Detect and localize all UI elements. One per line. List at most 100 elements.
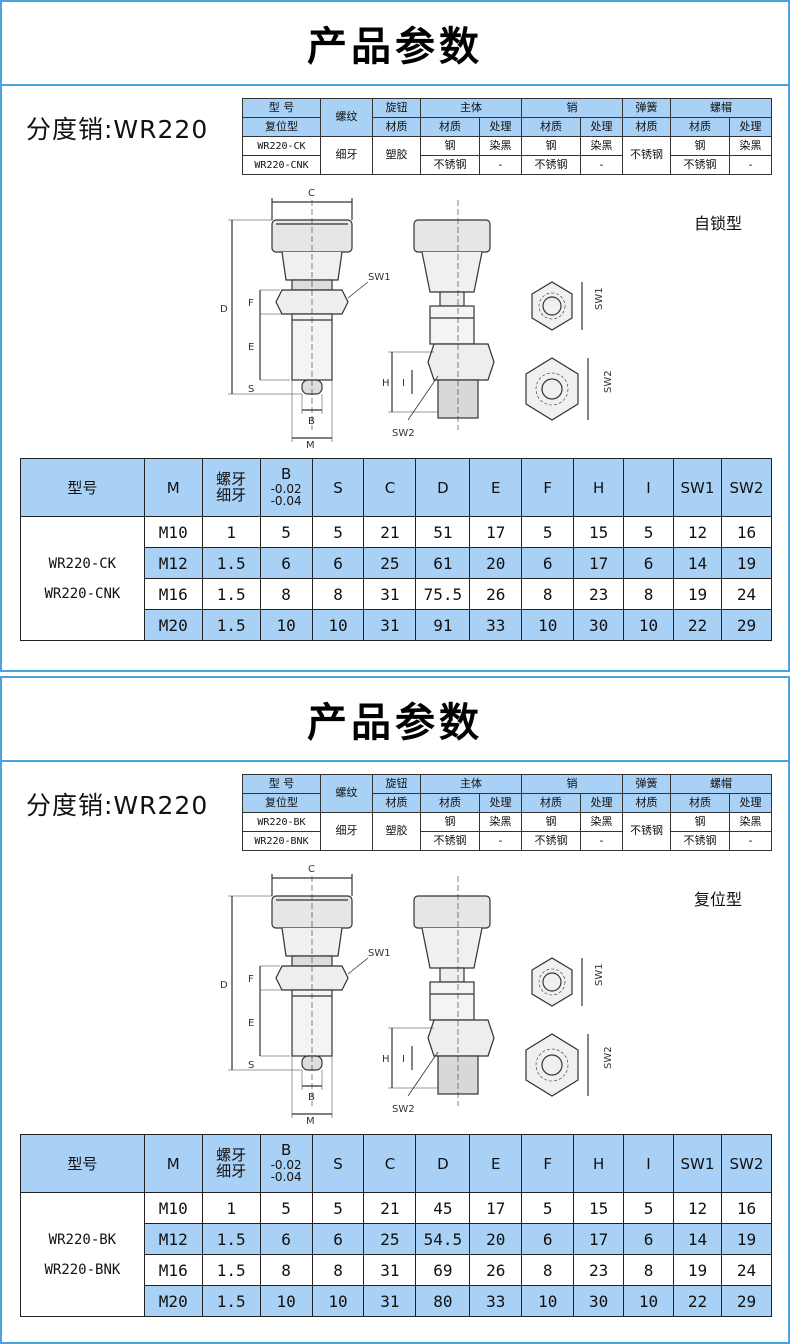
thread-cell: 细牙: [320, 136, 373, 175]
cell-i: 10: [623, 1285, 674, 1317]
cell-b: 10: [259, 1285, 313, 1317]
header-material: 材质: [372, 117, 421, 137]
cell-sw1: 22: [672, 609, 722, 641]
header-b: B -0.02 -0.04: [259, 1134, 313, 1193]
header-f: F: [521, 1134, 575, 1193]
cell-sw2: 16: [720, 1192, 773, 1224]
spring-cell: 不锈钢: [621, 136, 671, 175]
nut-treatment-cell: -: [729, 155, 772, 175]
cell-sw1: 12: [672, 1192, 722, 1224]
header-thread-line2: 细牙: [216, 1161, 247, 1180]
hex-views: SW1 SW2: [525, 957, 614, 1097]
header-material: 材质: [419, 793, 481, 813]
dim-d-label: D: [220, 980, 228, 991]
header-c: C: [363, 1134, 417, 1193]
cell-e: 20: [469, 547, 523, 579]
cell-thread: 1.5: [201, 578, 261, 610]
cell-thread: 1.5: [201, 1285, 261, 1317]
product-panel-self-locking: 产品参数 分度销:WR220 型 号 螺纹 旋钮 主体 销 弹簧 螺帽 复位型 …: [0, 0, 790, 672]
header-type: 复位型: [242, 117, 321, 137]
cell-f: 10: [521, 609, 575, 641]
header-material: 材质: [520, 117, 582, 137]
nut-material-cell: 不锈钢: [669, 155, 731, 175]
cell-s: 6: [311, 1223, 365, 1255]
model-cell: WR220-CK: [242, 136, 321, 156]
cell-sw2: 29: [720, 1285, 773, 1317]
dim-s-label: S: [248, 1060, 254, 1071]
header-d: D: [415, 1134, 471, 1193]
header-b-tol-lower: -0.04: [270, 1170, 302, 1185]
header-b-tol-lower: -0.04: [270, 494, 302, 509]
header-material: 材质: [621, 117, 671, 137]
cell-c: 31: [363, 1285, 417, 1317]
dim-i-label: I: [402, 1054, 405, 1065]
header-m: M: [143, 458, 203, 517]
cell-e: 17: [469, 1192, 523, 1224]
cell-sw2: 24: [720, 578, 773, 610]
header-nut: 螺帽: [669, 98, 773, 118]
cell-sw1: 22: [672, 1285, 722, 1317]
cell-e: 26: [469, 578, 523, 610]
model-name: WR220-CNK: [44, 585, 121, 602]
model-name: WR220-CK: [48, 555, 117, 572]
cell-thread: 1.5: [201, 1254, 261, 1286]
cell-f: 8: [521, 578, 575, 610]
nut-treatment-cell: 染黑: [729, 136, 772, 156]
knob-cell: 塑胶: [372, 812, 421, 851]
header-thread-line2: 细牙: [216, 485, 247, 504]
header-sw2: SW2: [720, 458, 773, 517]
body-material-cell: 不锈钢: [419, 155, 481, 175]
header-model: 型号: [20, 1134, 145, 1193]
product-panel-reset: 产品参数 分度销:WR220 型 号 螺纹 旋钮 主体 销 弹簧 螺帽 复位型 …: [0, 676, 790, 1344]
cell-b: 6: [259, 1223, 313, 1255]
nut-treatment-cell: 染黑: [729, 812, 772, 832]
header-pin: 销: [520, 774, 623, 794]
cell-b: 5: [259, 1192, 313, 1224]
header-material: 材质: [669, 117, 731, 137]
cell-m: M12: [143, 1223, 203, 1255]
front-view: H I SW2: [382, 200, 495, 439]
cell-h: 15: [573, 516, 625, 548]
cell-s: 10: [311, 1285, 365, 1317]
pin-treatment-cell: 染黑: [580, 812, 623, 832]
cell-s: 6: [311, 547, 365, 579]
cell-s: 5: [311, 1192, 365, 1224]
model-cell: WR220-CNK: [242, 155, 321, 175]
dim-i-label: I: [402, 378, 405, 389]
header-d: D: [415, 458, 471, 517]
header-sw1: SW1: [672, 458, 722, 517]
cell-s: 10: [311, 609, 365, 641]
cell-d: 80: [415, 1285, 471, 1317]
section-header: 产品参数: [2, 2, 788, 86]
header-knob: 旋钮: [372, 774, 421, 794]
header-treatment: 处理: [729, 793, 772, 813]
cell-thread: 1.5: [201, 1223, 261, 1255]
front-view: H I SW2: [382, 876, 495, 1115]
header-material: 材质: [520, 793, 582, 813]
cell-h: 23: [573, 1254, 625, 1286]
cell-b: 8: [259, 578, 313, 610]
header-material: 材质: [372, 793, 421, 813]
model-cell: WR220-BNK: [242, 831, 321, 851]
cell-sw1: 12: [672, 516, 722, 548]
cell-h: 30: [573, 609, 625, 641]
dim-e-label: E: [248, 342, 254, 353]
pin-material-cell: 不锈钢: [520, 831, 582, 851]
header-thread-line1: 螺牙: [216, 469, 247, 488]
body-material-cell: 钢: [419, 136, 481, 156]
header-knob: 旋钮: [372, 98, 421, 118]
header-b-tol-upper: -0.02: [270, 481, 302, 496]
dim-b-label: B: [308, 416, 315, 427]
hex-sw1-label: SW1: [594, 963, 605, 986]
technical-drawing: C D F E S B M SW1: [220, 188, 614, 451]
cell-b: 6: [259, 547, 313, 579]
cell-m: M16: [143, 578, 203, 610]
model-cell: WR220-BK WR220-BNK: [20, 1192, 145, 1317]
cell-i: 6: [623, 547, 674, 579]
cell-m: M10: [143, 1192, 203, 1224]
header-material: 材质: [419, 117, 481, 137]
cell-i: 5: [623, 1192, 674, 1224]
dim-sw2-label: SW2: [392, 428, 415, 439]
